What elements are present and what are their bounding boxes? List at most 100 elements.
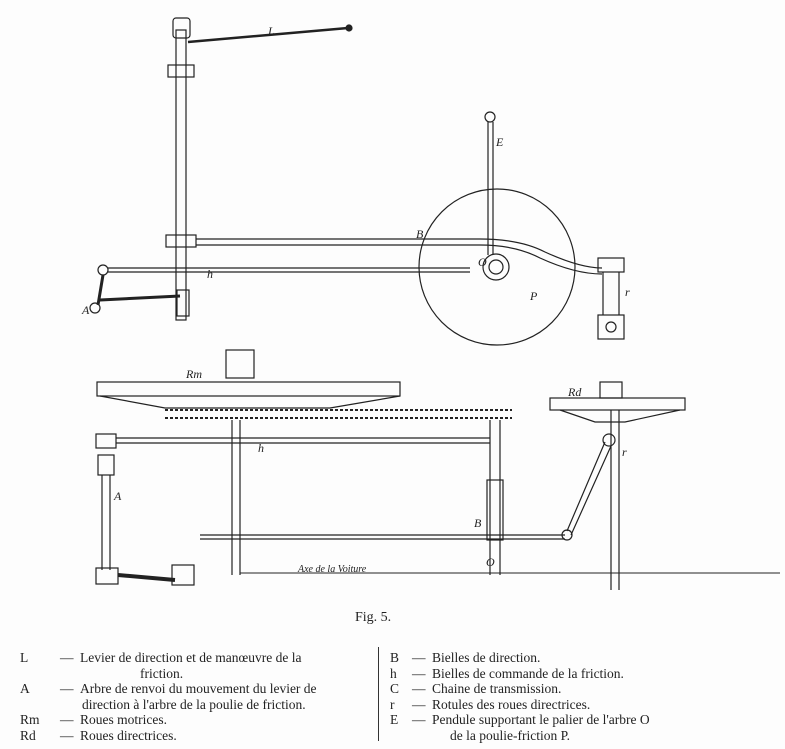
figure-caption: Fig. 5. xyxy=(355,610,392,625)
legend-key: Rm xyxy=(20,712,40,727)
label-A-top: A xyxy=(81,303,90,317)
top-view xyxy=(89,17,625,346)
lever-L xyxy=(187,26,349,44)
legend-text-cont: de la poulie-friction P. xyxy=(450,727,570,743)
legend-divider xyxy=(378,647,379,741)
legend-text: Pendule supportant le palier de l'arbre … xyxy=(432,712,650,727)
legend-item: B — Bielles de direction. xyxy=(390,650,770,666)
pendulum-eye xyxy=(484,111,496,123)
label-B-bottom: B xyxy=(474,516,482,530)
rod-h-bottom xyxy=(116,437,490,444)
shaft-A-foot xyxy=(95,567,119,585)
rod-B-bottom xyxy=(200,534,565,540)
control-shaft xyxy=(489,420,501,575)
steering-link-joint xyxy=(602,433,616,447)
label-O: O xyxy=(478,255,487,269)
legend-dash: — xyxy=(60,727,74,743)
legend-text: Roues motrices. xyxy=(80,712,167,727)
legend-text-cont: direction à l'arbre de la poulie de fric… xyxy=(82,696,306,712)
legend-right: B — Bielles de direction. h — Bielles de com… xyxy=(390,650,770,743)
wheel-Rm-spokes xyxy=(99,395,401,409)
knuckle-pin xyxy=(605,321,617,333)
shaft-A-arm xyxy=(117,573,176,582)
steering-column xyxy=(175,29,187,321)
label-E: E xyxy=(495,135,504,149)
legend-item: Rm — Roues motrices. xyxy=(20,712,370,728)
label-A-bottom: A xyxy=(113,489,122,503)
arm-A-joint xyxy=(89,302,101,314)
legend-key: Rd xyxy=(20,727,36,743)
legend-key: C xyxy=(390,681,400,696)
rod-B xyxy=(196,238,603,269)
legend-dash: — xyxy=(412,696,426,712)
label-h-top: h xyxy=(207,267,213,281)
legend-key: r xyxy=(390,696,395,712)
pendulum-E xyxy=(487,122,494,255)
label-P: P xyxy=(529,289,538,303)
legend-key: h xyxy=(390,665,397,681)
legend-key: B xyxy=(390,650,400,665)
steering-link xyxy=(566,441,612,536)
legend-text: Chaine de transmission. xyxy=(432,681,562,696)
wheel-Rd xyxy=(549,397,686,411)
wheel-Rd-spokes xyxy=(559,409,681,423)
legend-key: L xyxy=(20,650,29,665)
shaft-A-bearing xyxy=(97,454,115,476)
legend-text-cont: friction. xyxy=(140,665,184,681)
legend-item: r — Rotules des roues directrices. xyxy=(390,697,770,713)
legend-dash: — xyxy=(412,665,426,681)
column-base xyxy=(176,289,190,317)
legend-text: Levier de direction et de manœuvre de la xyxy=(80,650,302,665)
rd-spindle xyxy=(610,410,620,590)
legend-dash: — xyxy=(60,650,74,665)
legend-item: L — Levier de direction et de manœuvre de … xyxy=(20,650,370,666)
legend-key: A xyxy=(20,681,30,696)
legend-text: Rotules des roues directrices. xyxy=(432,696,591,712)
legend-dash: — xyxy=(412,681,426,696)
control-shaft-sleeve xyxy=(486,479,504,541)
rod-h-bottom-end xyxy=(95,433,117,449)
legend-item: C — Chaine de transmission. xyxy=(390,681,770,697)
legend-dash: — xyxy=(60,681,74,696)
legend-dash: — xyxy=(412,712,426,727)
lever-end xyxy=(345,24,353,32)
knuckle-stem xyxy=(602,272,620,315)
shaft-A xyxy=(101,475,111,570)
legend-dash: — xyxy=(412,650,426,665)
legend-key: E xyxy=(390,712,399,727)
rod-h xyxy=(108,267,470,273)
shaft-A-clevis xyxy=(171,564,195,586)
side-view xyxy=(95,349,780,590)
pulley-hub xyxy=(482,253,510,281)
legend-left: L — Levier de direction et de manœuvre de … xyxy=(20,650,370,743)
upper-collar xyxy=(167,64,195,78)
label-O-bottom: O xyxy=(486,555,495,569)
label-B-top: B xyxy=(416,227,424,241)
drive-axle xyxy=(231,420,241,575)
arm-A xyxy=(96,274,181,306)
label-Rm: Rm xyxy=(185,367,202,381)
legend-dash: — xyxy=(60,712,74,727)
legend-text: Bielles de commande de la friction. xyxy=(432,665,624,681)
rod-B-lower-edge xyxy=(196,244,603,275)
legend-text: Bielles de direction. xyxy=(432,650,541,665)
knuckle-r xyxy=(597,257,625,273)
legend-item: A — Arbre de renvoi du mouvement du levier… xyxy=(20,681,370,697)
wheel-Rm xyxy=(96,381,401,397)
friction-pulley-P xyxy=(418,188,576,346)
pulley-axle xyxy=(488,259,504,275)
chain-C xyxy=(165,409,512,419)
label-r-top: r xyxy=(625,285,630,299)
legend-text: Arbre de renvoi du mouvement du levier d… xyxy=(80,681,317,696)
label-r-bottom: r xyxy=(622,445,627,459)
lower-collar xyxy=(165,234,197,248)
hub-Rd xyxy=(599,381,623,399)
knuckle-block xyxy=(597,314,625,340)
label-axis: Axe de la Voiture xyxy=(297,564,367,575)
column-knob xyxy=(172,17,191,39)
legend-item: Rd—Roues directrices. xyxy=(20,728,370,744)
label-Rd: Rd xyxy=(567,385,582,399)
rod-h-joint xyxy=(97,264,109,276)
